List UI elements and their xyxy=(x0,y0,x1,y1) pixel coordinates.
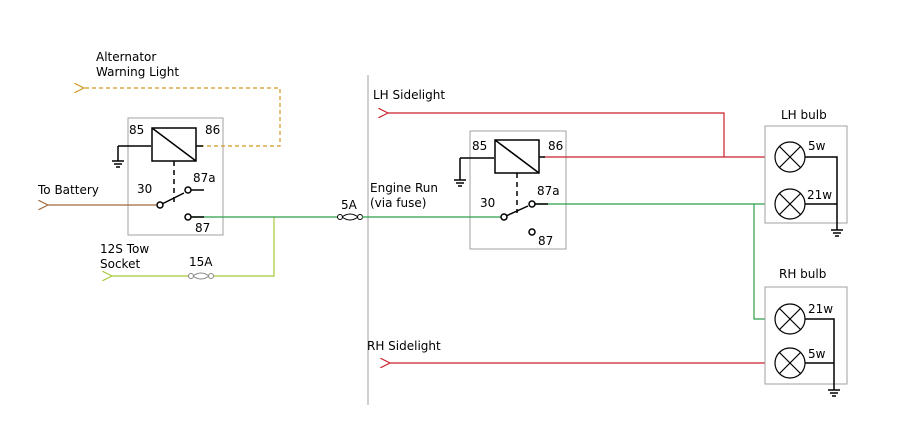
alternator-label-line2: Warning Light xyxy=(96,65,179,79)
fuse-15a xyxy=(188,272,214,280)
alternator-label-line1: Alternator xyxy=(96,50,156,64)
relay-right-pin86: 86 xyxy=(548,139,563,153)
relay-right-pin85: 85 xyxy=(472,139,487,153)
rh-sidelight-label: RH Sidelight xyxy=(367,339,441,353)
fuse-5a xyxy=(337,213,363,221)
relay-left-pin87a: 87a xyxy=(193,171,216,185)
tow-socket-label-line2: Socket xyxy=(100,257,140,271)
to-battery-label: To Battery xyxy=(37,183,99,197)
lh-bulb-rating-bottom: 21w xyxy=(807,188,832,202)
lh-bulb-label: LH bulb xyxy=(781,108,827,122)
fuse-5a-label: 5A xyxy=(341,198,358,212)
tow-socket-label-line1: 12S Tow xyxy=(100,242,149,256)
engine-run-label-line2: (via fuse) xyxy=(370,196,426,210)
rh-bulb-rating-top: 21w xyxy=(808,302,833,316)
relay-right-pin87: 87 xyxy=(538,234,553,248)
lh-bulb-rating-top: 5w xyxy=(808,139,826,153)
relay-right-pin30: 30 xyxy=(480,196,495,210)
wire-87a-to-bulbs xyxy=(532,203,775,320)
relay-left-pin87: 87 xyxy=(195,221,210,235)
relay-left-pin86: 86 xyxy=(205,123,220,137)
wire-lh-sidelight xyxy=(388,113,775,158)
engine-run-label-line1: Engine Run xyxy=(370,181,438,195)
rh-bulb-rating-bottom: 5w xyxy=(808,347,826,361)
relay-left-pin30: 30 xyxy=(137,182,152,196)
rh-bulb-label: RH bulb xyxy=(779,267,826,281)
fuse-15a-label: 15A xyxy=(189,255,213,269)
lh-bulb-5w-lamp xyxy=(774,141,806,173)
rh-bulb-5w-lamp xyxy=(774,347,806,379)
wire-tow-socket xyxy=(112,217,275,276)
lh-bulb-21w-lamp xyxy=(774,188,806,220)
rh-bulb-21w-lamp xyxy=(774,303,806,335)
lh-sidelight-label: LH Sidelight xyxy=(373,88,445,102)
wire-alternator-warning xyxy=(84,88,281,147)
relay-right-pin87a: 87a xyxy=(537,184,560,198)
relay-left-pin85: 85 xyxy=(129,123,144,137)
